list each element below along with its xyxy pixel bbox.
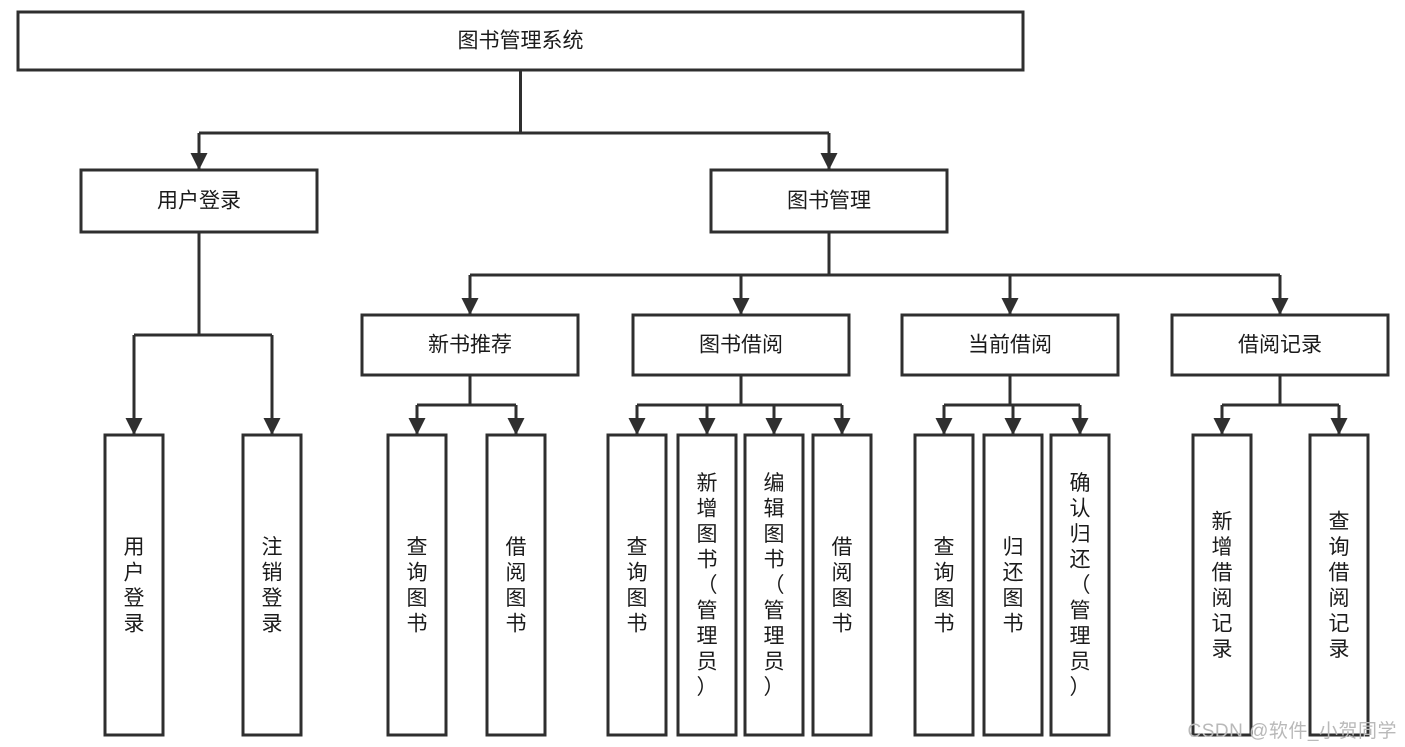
node-label-leaf-add-borrow-record: 新增借阅记录 [1212,510,1233,661]
node-box-leaf-edit-book-admin [743,433,805,737]
arrow-head-icon [732,298,750,315]
node-leaf-borrow-query-book[interactable]: 查询图书 [606,433,668,737]
node-root[interactable]: 图书管理系统 [16,10,1025,72]
node-leaf-current-query-book[interactable]: 查询图书 [913,433,975,737]
connector-c-borrow-to-leaves [628,375,851,435]
connector-c-record-to-leaves [1213,375,1348,435]
arrow-head-icon [1271,298,1289,315]
arrow-head-icon [507,418,525,435]
arrow-head-icon [935,418,953,435]
arrow-head-icon [1213,418,1231,435]
node-label-leaf-borrow-query-book: 查询图书 [627,536,648,636]
node-current-borrow[interactable]: 当前借阅 [900,313,1120,377]
node-label-borrow-record: 借阅记录 [1238,334,1322,357]
node-label-leaf-confirm-return-admin: 确认归还（管理员） [1070,472,1091,699]
node-layer: 图书管理系统用户登录图书管理新书推荐图书借阅当前借阅借阅记录用户登录注销登录查询… [16,10,1390,737]
node-box-leaf-current-query-book [913,433,975,737]
node-box-leaf-borrow-query-book [606,433,668,737]
node-borrow-record[interactable]: 借阅记录 [1170,313,1390,377]
connector-layer [125,70,1348,435]
node-book-borrow[interactable]: 图书借阅 [631,313,851,377]
node-box-user-login [79,168,319,234]
arrow-head-icon [820,153,838,170]
node-leaf-borrow-book[interactable]: 借阅图书 [811,433,873,737]
arrow-head-icon [1071,418,1089,435]
node-box-leaf-return-book [982,433,1044,737]
arrow-head-icon [765,418,783,435]
node-label-user-login: 用户登录 [157,190,241,213]
arrow-head-icon [1330,418,1348,435]
arrow-head-icon [461,298,479,315]
node-user-login[interactable]: 用户登录 [79,168,319,234]
arrow-head-icon [833,418,851,435]
node-label-leaf-recommend-borrow-book: 借阅图书 [506,536,527,636]
arrow-head-icon [263,418,281,435]
node-box-borrow-record [1170,313,1390,377]
node-label-leaf-current-query-book: 查询图书 [934,536,955,636]
node-label-leaf-user-login: 用户登录 [124,536,145,636]
connector-c-userlogin-to-leaves [125,232,281,435]
node-label-leaf-return-book: 归还图书 [1003,536,1024,636]
node-leaf-add-book-admin[interactable]: 新增图书（管理员） [676,433,738,737]
node-box-leaf-logout [241,433,303,737]
connector-c-recommend-to-leaves [408,375,525,435]
node-box-leaf-add-borrow-record [1191,433,1253,737]
node-box-root [16,10,1025,72]
node-leaf-confirm-return-admin[interactable]: 确认归还（管理员） [1049,433,1111,737]
node-new-book-recommend[interactable]: 新书推荐 [360,313,580,377]
arrow-head-icon [190,153,208,170]
node-box-new-book-recommend [360,313,580,377]
node-box-leaf-borrow-book [811,433,873,737]
node-box-leaf-confirm-return-admin [1049,433,1111,737]
node-label-leaf-recommend-query-book: 查询图书 [407,536,428,636]
node-label-leaf-edit-book-admin: 编辑图书（管理员） [764,472,785,699]
node-label-current-borrow: 当前借阅 [968,334,1052,357]
arrow-head-icon [1004,418,1022,435]
node-label-leaf-add-book-admin: 新增图书（管理员） [697,472,718,699]
node-leaf-edit-book-admin[interactable]: 编辑图书（管理员） [743,433,805,737]
node-box-book-manage [709,168,949,234]
node-leaf-logout[interactable]: 注销登录 [241,433,303,737]
node-label-leaf-borrow-book: 借阅图书 [832,536,853,636]
node-leaf-query-borrow-record[interactable]: 查询借阅记录 [1308,433,1370,737]
node-leaf-user-login[interactable]: 用户登录 [103,433,165,737]
node-leaf-add-borrow-record[interactable]: 新增借阅记录 [1191,433,1253,737]
arrow-head-icon [698,418,716,435]
arrow-head-icon [125,418,143,435]
node-box-leaf-user-login [103,433,165,737]
arrow-head-icon [1001,298,1019,315]
node-box-leaf-recommend-borrow-book [485,433,547,737]
node-box-leaf-recommend-query-book [386,433,448,737]
node-label-book-borrow: 图书借阅 [699,334,783,357]
node-label-leaf-logout: 注销登录 [262,536,283,636]
connector-c-bookmanage-to-level3 [461,232,1289,315]
node-label-book-manage: 图书管理 [787,190,871,213]
connector-c-root-to-level2 [190,70,838,170]
node-book-manage[interactable]: 图书管理 [709,168,949,234]
node-label-root: 图书管理系统 [458,30,584,53]
node-leaf-recommend-borrow-book[interactable]: 借阅图书 [485,433,547,737]
node-box-leaf-add-book-admin [676,433,738,737]
node-leaf-recommend-query-book[interactable]: 查询图书 [386,433,448,737]
connector-c-current-to-leaves [935,375,1089,435]
arrow-head-icon [628,418,646,435]
node-box-leaf-query-borrow-record [1308,433,1370,737]
node-label-leaf-query-borrow-record: 查询借阅记录 [1329,510,1350,661]
node-box-current-borrow [900,313,1120,377]
node-box-book-borrow [631,313,851,377]
arrow-head-icon [408,418,426,435]
node-leaf-return-book[interactable]: 归还图书 [982,433,1044,737]
node-label-new-book-recommend: 新书推荐 [428,334,512,357]
